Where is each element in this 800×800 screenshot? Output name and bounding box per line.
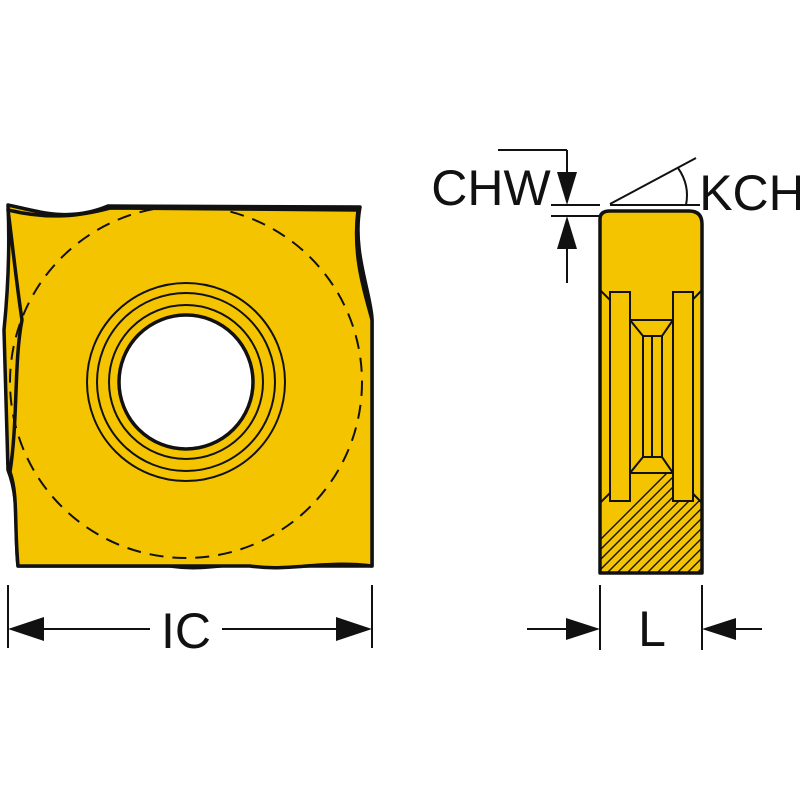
kch-label: KCH: [699, 165, 800, 221]
insert-side-view-outline: [598, 209, 704, 575]
l-arrow-left-icon: [702, 618, 736, 640]
center-hole: [117, 313, 255, 451]
kch-extension-angled: [609, 157, 697, 205]
insert-top-view: [2, 203, 374, 570]
chw-arrow-up-icon: [557, 216, 577, 249]
chw-dimension: CHW: [431, 149, 600, 283]
ic-label: IC: [161, 603, 211, 659]
hole-middle-ring: [96, 292, 276, 472]
chw-arrow-down-icon: [557, 172, 577, 205]
insert-side-view: [598, 209, 704, 575]
hole-outer-ring: [86, 282, 286, 482]
kch-dimension: KCH: [609, 157, 800, 221]
ic-dimension: IC: [7, 585, 373, 659]
hole-inner-ring: [108, 304, 264, 460]
l-arrow-right-icon: [566, 618, 600, 640]
kch-angle-arc: [677, 167, 688, 206]
l-label: L: [638, 601, 666, 657]
groove-wall-right: [672, 291, 694, 502]
chw-label: CHW: [431, 160, 551, 216]
groove-wall-left: [609, 291, 631, 502]
inscribed-circle-dashed: [9, 205, 363, 559]
l-dimension: L: [527, 585, 762, 657]
ic-arrow-right-icon: [336, 617, 372, 641]
ic-arrow-left-icon: [8, 617, 44, 641]
